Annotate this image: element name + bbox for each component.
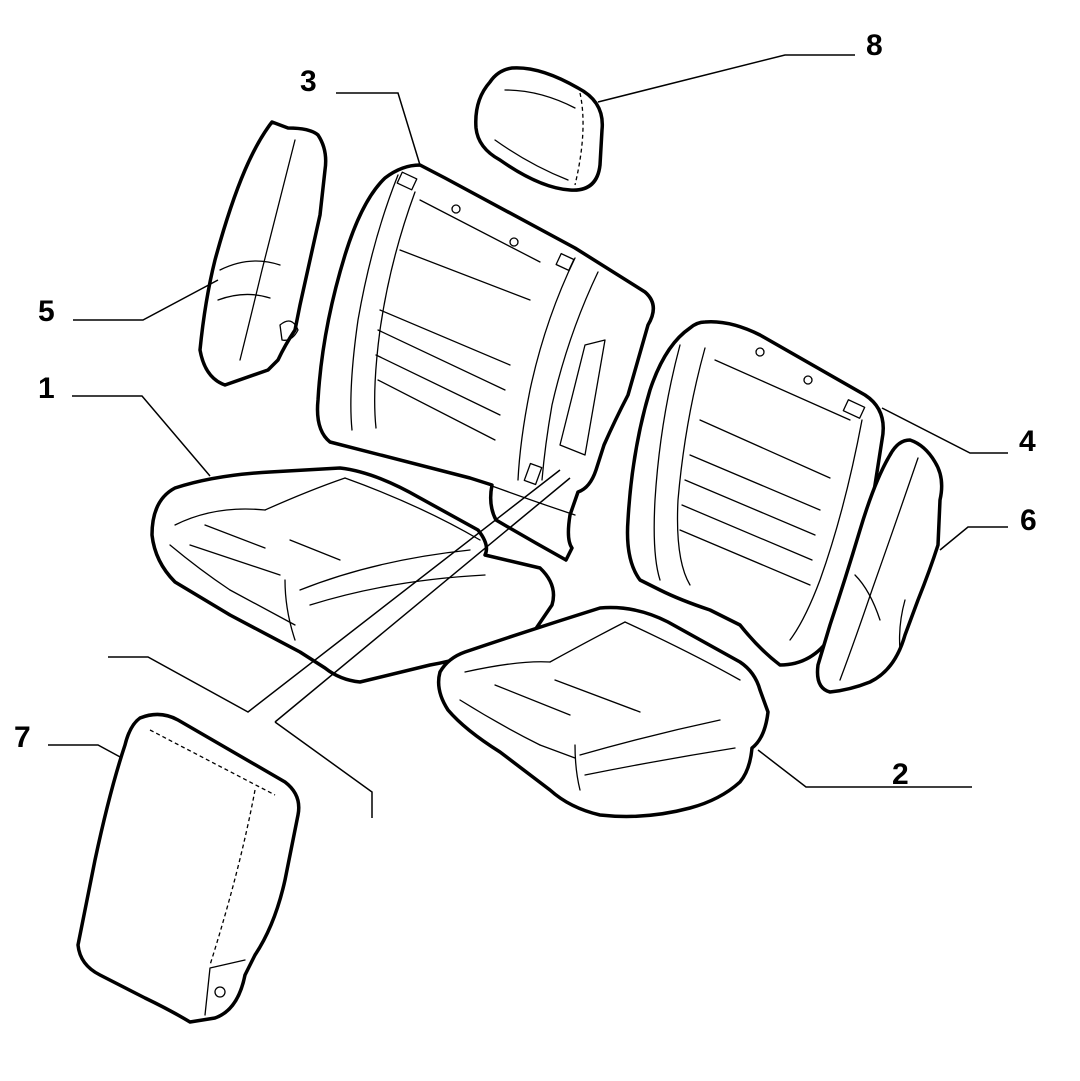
callout-leaders (48, 54, 1008, 788)
part-6-right-side-bolster[interactable] (815, 438, 944, 694)
part-3-backrest-left[interactable] (315, 163, 655, 562)
callout-6: 6 (1020, 504, 1037, 537)
callout-4: 4 (1019, 425, 1036, 458)
callout-5: 5 (38, 295, 55, 328)
callout-7: 7 (14, 721, 31, 754)
part-2-seat-cushion-right[interactable] (436, 605, 770, 819)
part-8-headrest[interactable] (474, 66, 605, 192)
callout-1: 1 (38, 372, 55, 405)
callout-2: 2 (892, 758, 909, 791)
part-1-seat-cushion-left[interactable] (150, 466, 556, 684)
part-5-left-side-bolster[interactable] (198, 120, 328, 387)
callout-3: 3 (300, 65, 317, 98)
part-7-armrest[interactable] (76, 712, 301, 1024)
assembly-leader-lines (108, 469, 571, 818)
part-4-backrest-right[interactable] (625, 320, 885, 667)
callout-8: 8 (866, 29, 883, 62)
